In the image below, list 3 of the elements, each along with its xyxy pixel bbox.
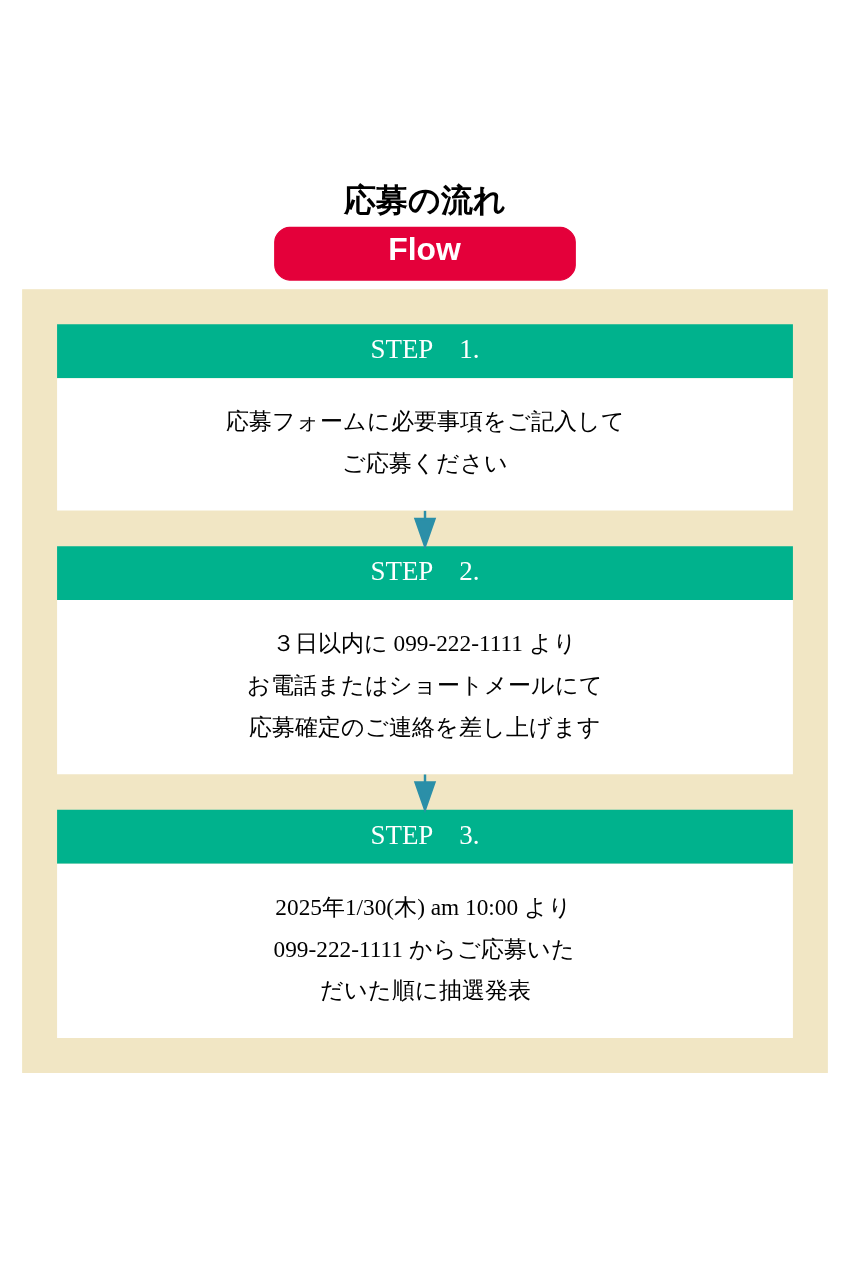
cluster [22, 288, 828, 1073]
node-box: Flow [274, 226, 576, 281]
diagram-title: 応募の流れ [344, 180, 507, 219]
